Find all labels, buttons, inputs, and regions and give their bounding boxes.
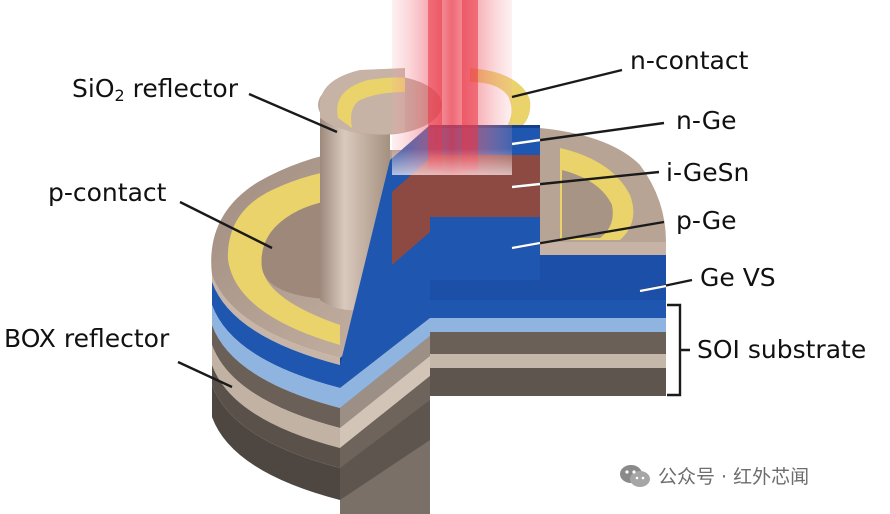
label-i-gesn: i-GeSn [666, 158, 750, 187]
leader-lines-white [511, 138, 667, 293]
soi-bracket [667, 303, 690, 397]
right-mesa [540, 128, 666, 242]
leader-p-contact [179, 200, 273, 250]
substrate-left-wall [212, 275, 340, 500]
watermark-text: 公众号 · 红外芯闻 [658, 466, 810, 488]
label-p-ge: p-Ge [676, 206, 737, 235]
active-stack-cut [340, 125, 540, 365]
leader-n-contact [511, 68, 623, 99]
label-sio2-reflector: SiO2 reflector [72, 74, 238, 105]
label-box-reflector: BOX reflector [4, 324, 170, 353]
leader-sio2 [248, 92, 338, 134]
wechat-icon [620, 464, 650, 487]
watermark: 公众号 · 红外芯闻 [618, 462, 809, 489]
label-n-ge: n-Ge [676, 106, 737, 135]
label-n-contact: n-contact [630, 46, 749, 75]
label-soi-substrate: SOI substrate [697, 335, 867, 364]
label-p-contact: p-contact [48, 178, 167, 207]
laser-beam [392, 0, 512, 175]
label-ge-vs: Ge VS [700, 263, 776, 292]
substrate-cut-front [340, 242, 666, 514]
leader-box [177, 360, 233, 389]
